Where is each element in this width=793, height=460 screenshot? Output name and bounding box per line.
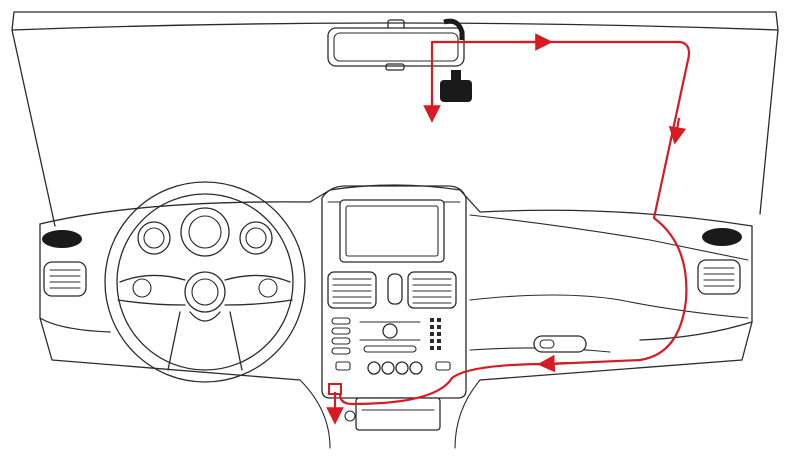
left-air-vent: [44, 262, 86, 296]
left-speaker: [42, 230, 82, 248]
center-air-vents: [328, 272, 456, 308]
glovebox-handle: [534, 336, 586, 352]
keypad: [430, 318, 441, 350]
right-air-vent: [698, 260, 740, 294]
instrument-cluster: [138, 208, 272, 256]
center-screen: [340, 200, 444, 262]
radio-controls: [332, 318, 450, 374]
right-speaker: [702, 228, 742, 246]
rear-view-mirror: [328, 20, 464, 70]
